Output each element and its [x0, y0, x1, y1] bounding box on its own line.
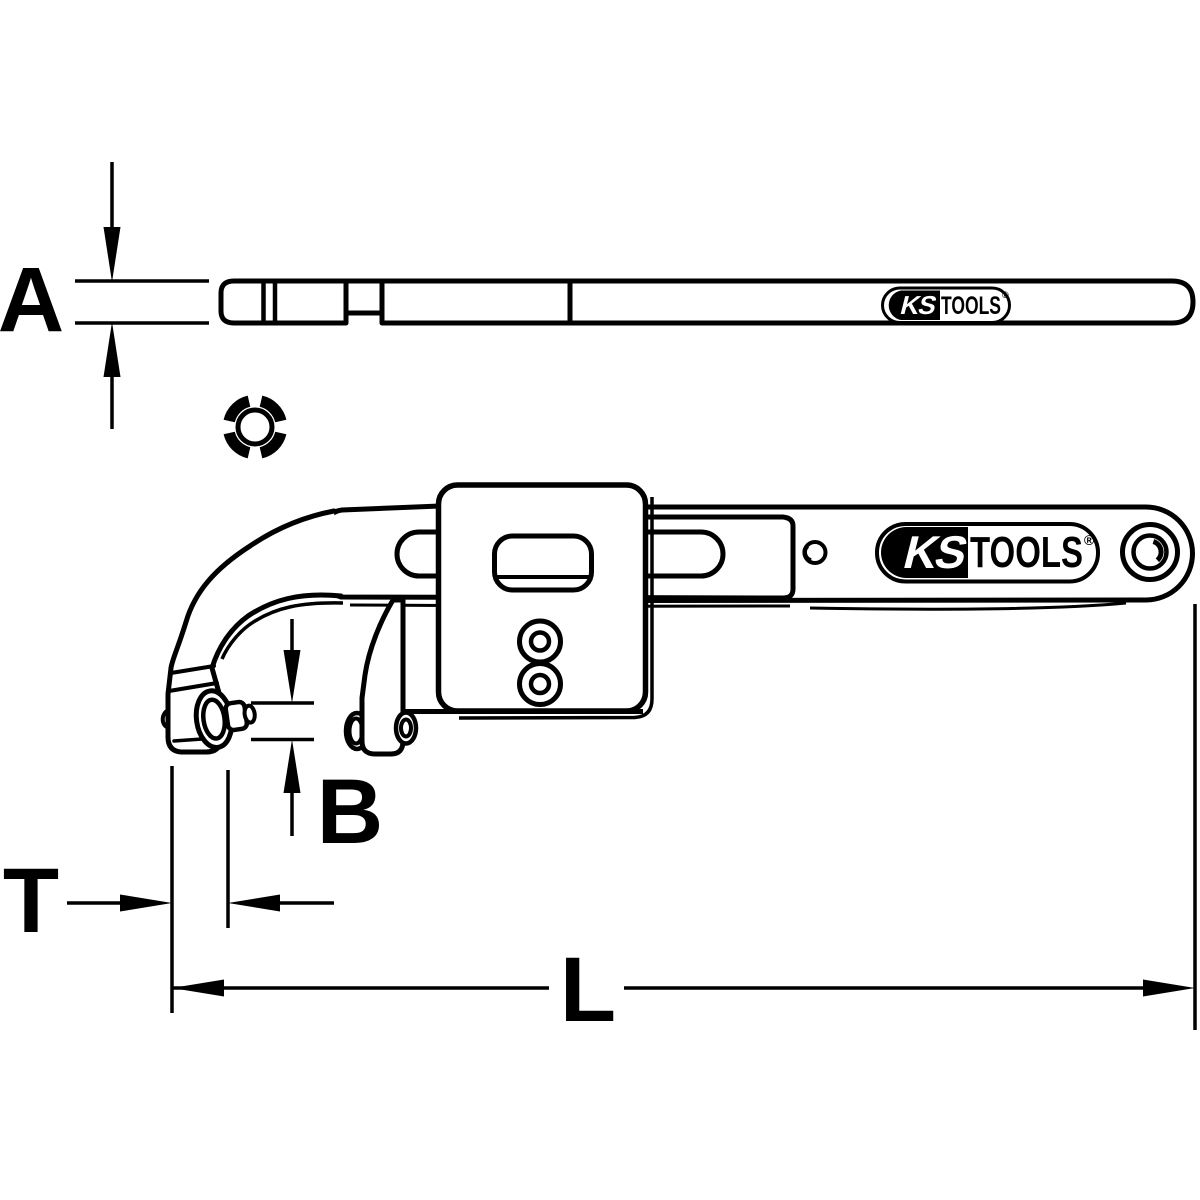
hook-arm [160, 508, 344, 755]
logo-black-field [888, 290, 940, 320]
top-view-outline [218, 278, 1196, 326]
hook-inner-double-line [220, 601, 344, 660]
pivot-washer-inner [201, 697, 228, 741]
hook-outline [165, 508, 344, 755]
logo-ks-text-wrap: KS [897, 290, 939, 320]
dimension-l: L [172, 604, 1197, 1041]
side-view: KS TOOLS ® [160, 482, 1195, 757]
nut-bore [235, 407, 275, 447]
hang-hole [1120, 522, 1180, 582]
pivot-pin-nub [242, 703, 257, 725]
dimension-t: T [3, 766, 334, 1013]
nut-arc [223, 431, 251, 459]
logo-black-field [881, 527, 968, 578]
logo-tools-text: TOOLS [941, 292, 1001, 320]
hook-facet-line [169, 664, 216, 675]
adjustable-jaw [343, 597, 406, 757]
arrowhead-right [1143, 979, 1195, 997]
arrowhead-up [103, 322, 121, 377]
logo-ks-text: KS [899, 527, 973, 578]
arrowhead-left [172, 979, 224, 997]
slider-plate [435, 482, 654, 720]
top-view-profile: KS TOOLS ® [218, 278, 1196, 326]
handle-pin-hole-shade [802, 544, 812, 563]
arrowhead-right [120, 894, 172, 912]
logo-ks-text: KS [897, 290, 939, 320]
logo-ks-text-wrap: KS [899, 527, 973, 578]
jaw-pin-right-inner [399, 717, 413, 739]
jaw-pin-right-end [393, 710, 419, 746]
slotted-nut-icon [223, 395, 287, 459]
hook-pivot-pin [193, 688, 257, 750]
plate-shadow [458, 497, 654, 720]
jaw-body [359, 597, 406, 757]
plate-rivet-inner [528, 672, 552, 696]
dimension-b-label: B [317, 761, 383, 863]
nut-arc [259, 431, 287, 459]
nut-arc [223, 395, 251, 423]
hook-tip-bump [160, 708, 171, 730]
hang-hole-highlight [1152, 539, 1164, 563]
dimension-a: A [0, 162, 209, 429]
ks-tools-logo-small: KS TOOLS ® [881, 286, 1011, 324]
arrowhead-up [283, 739, 301, 793]
logo-tools-text: TOOLS [970, 528, 1083, 577]
arrowhead-down [283, 650, 301, 703]
ks-tools-logo-large: KS TOOLS ® [875, 522, 1100, 584]
registered-mark: ® [1084, 532, 1095, 548]
plate-body [435, 482, 649, 714]
plate-rivet-inner [528, 630, 552, 653]
dimension-l-label: L [560, 939, 616, 1041]
arrowhead-down [103, 227, 121, 282]
handle-shadow-line [809, 601, 1127, 611]
hook-facet-line [167, 681, 219, 693]
registered-mark: ® [1002, 290, 1009, 300]
dimension-b: B [251, 619, 383, 863]
arrowhead-left [228, 894, 280, 912]
nut-arc [259, 395, 287, 423]
dimension-a-label: A [0, 249, 64, 351]
dimension-t-label: T [3, 850, 59, 952]
plate-slot [492, 533, 594, 593]
